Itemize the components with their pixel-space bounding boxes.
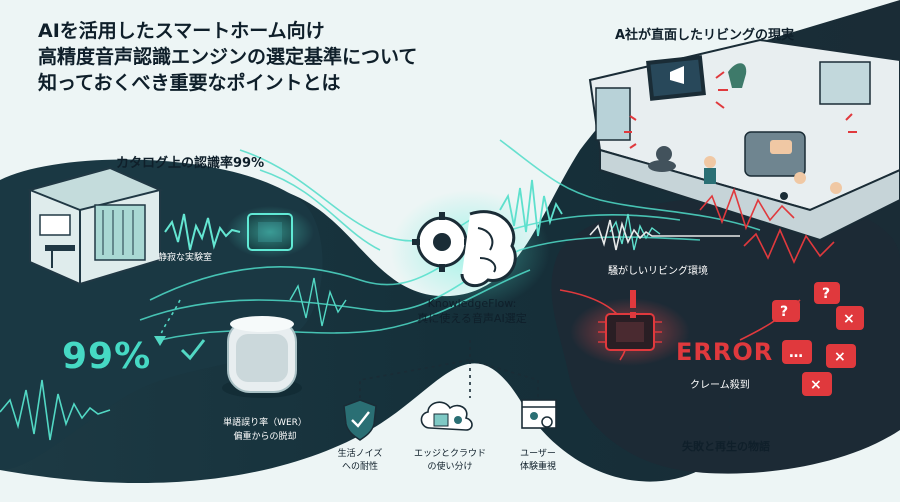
noise-marks [624, 71, 857, 149]
pillar-2-line-2: の使い分け [427, 462, 473, 472]
warning-exclamation-icon [630, 290, 636, 318]
pillar-edge-cloud: エッジとクラウド の使い分け [400, 448, 500, 474]
brand-caption: KnowledgeFlow: 真に使える音声AI選定 [392, 296, 552, 326]
error-chip [570, 298, 690, 366]
living-room-title: A社が直面したリビングの現実 [615, 28, 795, 43]
page-title: AIを活用したスマートホーム向け 高精度音声認識エンジンの選定基準について 知っ… [38, 18, 417, 96]
pillar-user-experience: ユーザー 体験重視 [500, 448, 576, 474]
lab-chip [226, 206, 314, 258]
brand-line-1: KnowledgeFlow: [427, 297, 517, 310]
user-window-icon [521, 399, 557, 429]
recognition-rate-value: 99% [62, 336, 152, 377]
title-line-3: 知っておくべき重要なポイントとは [38, 72, 341, 94]
pillar-3-line-1: ユーザー [520, 449, 556, 459]
wer-caption-line-1: 単語誤り率（WER） [223, 418, 307, 428]
complaint-label: クレーム殺到 [690, 380, 750, 391]
svg-text:?: ? [822, 286, 830, 302]
pillar-1-line-1: 生活ノイズ [337, 449, 383, 459]
pillar-connectors [359, 340, 731, 430]
svg-text:×: × [810, 377, 822, 393]
noisy-waveform [589, 219, 740, 251]
brain-emblem [390, 190, 550, 310]
story-label: 失敗と再生の物語 [682, 440, 770, 453]
cloud-chip-icon [420, 401, 473, 431]
lab-label: 静寂な実験室 [158, 253, 213, 263]
left-waveform [0, 379, 111, 441]
wer-caption-line-2: 偏重からの脱却 [233, 432, 297, 442]
brand-line-2: 真に使える音声AI選定 [417, 312, 527, 325]
pillar-noise-tolerance: 生活ノイズ への耐性 [312, 448, 408, 474]
error-label: ERROR [676, 338, 774, 366]
svg-text:×: × [843, 311, 855, 327]
lab-waveform [164, 213, 241, 251]
title-line-2: 高精度音声認識エンジンの選定基準について [38, 46, 418, 68]
catalog-label: カタログ上の認識率99% [116, 156, 265, 171]
title-line-1: AIを活用したスマートホーム向け [38, 20, 325, 42]
complaint-bubbles: ? ? × … × × [772, 282, 864, 396]
living-room-illustration [588, 38, 900, 242]
check-icon [180, 339, 206, 361]
lab-illustration [26, 166, 164, 286]
shield-check-icon [343, 399, 377, 441]
svg-text:…: … [789, 345, 803, 361]
noisy-living-label: 騒がしいリビング環境 [608, 266, 708, 277]
smart-speaker-illustration [222, 316, 302, 398]
wer-caption: 単語誤り率（WER） 偏重からの脱却 [210, 416, 320, 444]
pillar-2-line-1: エッジとクラウド [413, 449, 486, 459]
pillar-1-line-2: への耐性 [341, 462, 378, 472]
right-dark-blob [551, 196, 900, 474]
svg-text:?: ? [780, 304, 788, 320]
svg-text:×: × [834, 349, 846, 365]
pillar-3-line-2: 体験重視 [519, 462, 556, 472]
center-waveform [499, 179, 563, 237]
